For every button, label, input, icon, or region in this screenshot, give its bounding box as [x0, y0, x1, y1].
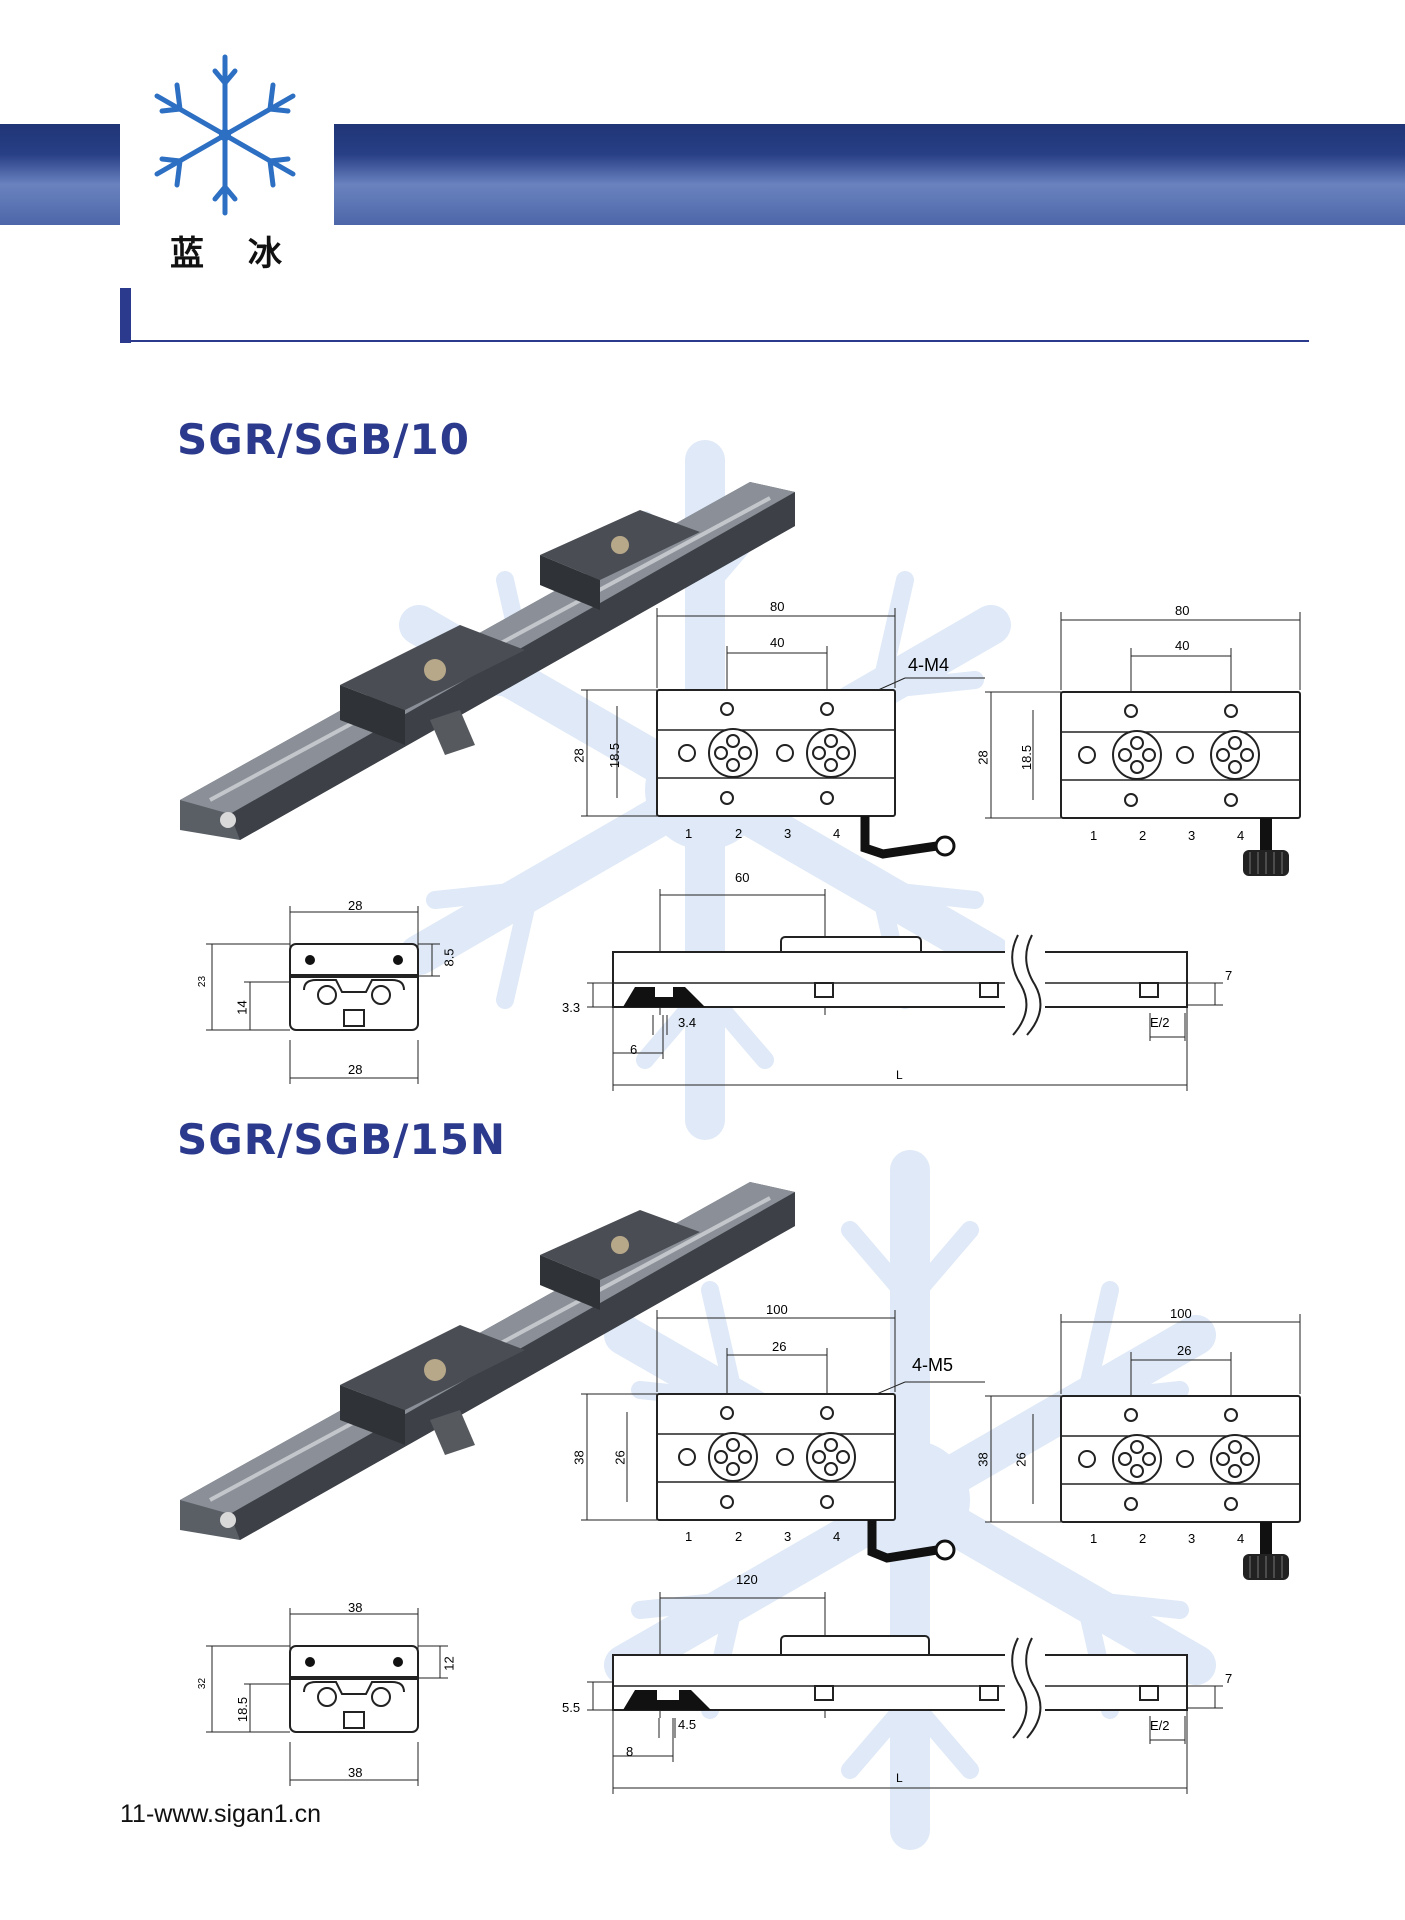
dim-end-offset: 5.5 [562, 1700, 581, 1715]
dim-hole-pitch: 40 [1175, 638, 1190, 653]
dim-hole-dia: 4.5 [678, 1717, 697, 1732]
brand-name: 蓝 冰 [170, 234, 298, 274]
dim-top-width: 38 [348, 1600, 363, 1615]
dim-end-distance: 6 [630, 1042, 638, 1057]
dim-height: 28 [571, 748, 587, 763]
dim-hole-span: 26 [1013, 1452, 1029, 1467]
position-label: 2 [735, 1529, 743, 1544]
dim-hole-pitch: 40 [770, 635, 785, 650]
section-rule [131, 340, 1309, 342]
dim-length: L [896, 1771, 903, 1785]
position-label: 1 [685, 1529, 693, 1544]
hole-note: 4-M5 [912, 1355, 954, 1375]
dim-top-width: 28 [348, 898, 363, 913]
dim-overall: 80 [770, 599, 785, 614]
section-accent-bar [120, 288, 131, 343]
side-view-drawing [587, 1592, 1223, 1794]
dim-hole-span: 26 [612, 1450, 628, 1465]
top-view-drawing-left [581, 1310, 985, 1563]
dim-overall: 80 [1175, 603, 1190, 618]
dim-end-distance: 8 [626, 1744, 634, 1759]
brand-logo-icon [154, 54, 296, 216]
dim-block-length: 60 [735, 870, 750, 885]
top-view-drawing-left [581, 608, 985, 859]
dim-hole-pitch: 26 [772, 1339, 787, 1354]
position-label: 4 [833, 1529, 841, 1544]
top-view-drawing-right [985, 1314, 1301, 1580]
position-label: 3 [784, 1529, 792, 1544]
position-label: 3 [1188, 1531, 1196, 1546]
header-band-left [0, 124, 120, 225]
position-label: 1 [1090, 1531, 1098, 1546]
dim-rail-height: 14 [234, 1000, 250, 1015]
dim-end-offset: 3.3 [562, 1000, 581, 1015]
product-title: SGR/SGB/15N [177, 1115, 507, 1164]
dim-height: 38 [975, 1452, 991, 1467]
position-label: 1 [1090, 828, 1098, 843]
dim-total-height: 23 [197, 975, 209, 988]
dim-rail-height: 18.5 [235, 1696, 251, 1723]
dim-height: 38 [571, 1450, 587, 1465]
position-label: 3 [784, 826, 792, 841]
dim-hole-pitch: 26 [1177, 1343, 1192, 1358]
position-label: 4 [1237, 1531, 1245, 1546]
dim-carriage-height: 8.5 [441, 948, 457, 967]
header-band-right [334, 124, 1405, 225]
dim-bottom-width: 28 [348, 1062, 363, 1077]
dim-groove-depth: 7 [1225, 1671, 1233, 1686]
dim-bottom-width: 38 [348, 1765, 363, 1780]
dim-pitch-half: E/2 [1150, 1015, 1170, 1030]
dim-hole-span: 18.5 [1019, 744, 1035, 771]
dim-total-height: 32 [197, 1677, 209, 1690]
footer-url: 11-www.sigan1.cn [120, 1800, 322, 1828]
section-view-drawing [206, 1608, 448, 1786]
side-view-drawing [587, 889, 1223, 1091]
dim-block-length: 120 [736, 1572, 758, 1587]
product-photo [180, 1182, 795, 1540]
top-view-drawing-right [985, 612, 1301, 876]
dim-pitch-half: E/2 [1150, 1718, 1170, 1733]
position-label: 3 [1188, 828, 1196, 843]
position-label: 1 [685, 826, 693, 841]
dim-carriage-height: 12 [441, 1656, 457, 1671]
dim-overall: 100 [766, 1302, 788, 1317]
section-view-drawing [206, 906, 440, 1084]
product-photo [180, 482, 795, 840]
position-label: 4 [1237, 828, 1245, 843]
position-label: 4 [833, 826, 841, 841]
hole-note: 4-M4 [908, 655, 950, 675]
dim-groove-depth: 7 [1225, 968, 1233, 983]
product-title: SGR/SGB/10 [177, 415, 470, 464]
dim-hole-span: 18.5 [607, 742, 623, 769]
position-label: 2 [1139, 828, 1147, 843]
dim-hole-dia: 3.4 [678, 1015, 697, 1030]
dim-height: 28 [975, 750, 991, 765]
position-label: 2 [735, 826, 743, 841]
dim-length: L [896, 1068, 903, 1082]
dim-overall: 100 [1170, 1306, 1192, 1321]
position-label: 2 [1139, 1531, 1147, 1546]
